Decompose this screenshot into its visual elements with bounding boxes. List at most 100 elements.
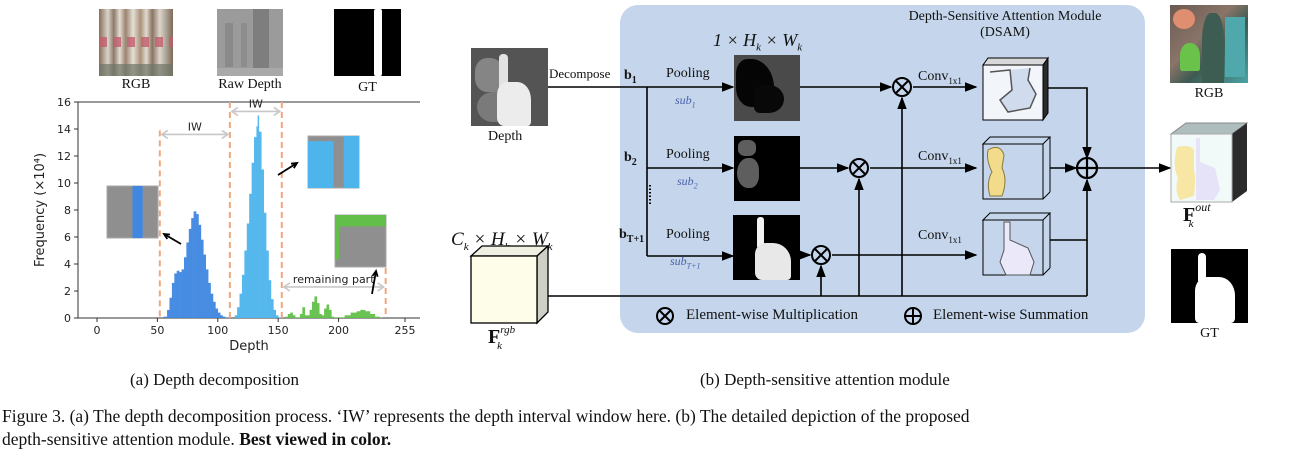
inset-remaining-mask-left: [335, 215, 340, 260]
caption-line2-bold: Best viewed in color.: [239, 429, 392, 449]
b2-text: b: [624, 150, 632, 165]
frgb-sup: rgb: [500, 324, 516, 336]
histogram-bar-interval-1: [181, 269, 185, 318]
histogram-bar-interval-1: [200, 239, 204, 318]
conv-label-3: Conv1x1: [918, 228, 962, 245]
histogram-bar-interval-1: [188, 228, 192, 318]
histogram-bar-interval-2: [256, 126, 258, 318]
histogram-bar-interval-1: [212, 301, 216, 318]
histogram-bar-interval-1: [198, 224, 202, 318]
dims-sub-a: k: [756, 41, 762, 54]
histogram-bar-interval-1: [220, 315, 223, 318]
histogram-bar-interval-2: [278, 317, 281, 318]
frgb-sub: k: [497, 340, 502, 352]
histogram-bar-interval-2: [237, 307, 240, 318]
annotation-arrowhead-left: [282, 282, 291, 292]
pooling-label-3: Pooling: [666, 227, 710, 242]
histogram-bar-interval-1: [167, 309, 170, 318]
histogram-bar-interval-2: [266, 250, 269, 318]
histogram-bar-interval-2: [239, 293, 243, 318]
histogram-bar-remaining: [326, 304, 330, 318]
fout-sup: out: [1195, 200, 1211, 214]
frgb-f: F: [488, 326, 501, 348]
dims-text-b: × W: [761, 30, 798, 50]
histogram-bar-remaining: [344, 315, 351, 318]
histogram-bar-remaining: [302, 307, 306, 318]
y-tick-label: 6: [64, 231, 71, 244]
conv-output-cube-1: [982, 56, 1049, 122]
annotation-label: IW: [249, 97, 263, 110]
module-title-line1: Depth-Sensitive Attention Module: [908, 9, 1102, 24]
histogram-bar-interval-2: [254, 137, 257, 318]
conv2-sub: 1x1: [948, 155, 962, 166]
figure-caption-line1: Figure 3. (a) The depth decomposition pr…: [2, 406, 970, 426]
histogram-bar-interval-1: [215, 308, 219, 318]
inset-arrow-3: [371, 270, 377, 295]
histogram-bar-remaining: [316, 303, 320, 318]
conv3-text: Conv: [918, 228, 949, 243]
thumb-gt-label: GT: [358, 80, 377, 95]
sub2-text: sub: [677, 174, 694, 188]
attention-map-dims-label: 1 × Hk × Wk: [713, 30, 802, 54]
inset-arrow-1: [163, 233, 182, 245]
histogram-bar-interval-1: [208, 282, 211, 318]
histogram-bar-remaining: [369, 313, 376, 318]
y-axis-label: Frequency (×10⁴): [33, 153, 48, 267]
histogram-bar-interval-1: [193, 211, 197, 318]
histogram-bar-interval-2: [258, 131, 262, 318]
histogram-bar-interval-2: [270, 299, 274, 318]
conv2-text: Conv: [918, 149, 949, 164]
histogram-bar-interval-2: [241, 274, 245, 318]
legend-sum-icon: [904, 307, 922, 325]
histogram-bar-interval-1: [174, 273, 178, 318]
histogram-bar-interval-2: [244, 250, 248, 318]
annotation-label: remaining part: [293, 273, 375, 286]
histogram-bar-remaining: [331, 316, 335, 318]
legend-sum-label: Element-wise Summation: [933, 307, 1089, 323]
histogram-bar-interval-1: [196, 214, 199, 318]
fdims-sub-c: k: [463, 240, 469, 253]
annotation-arrowhead-left: [230, 106, 239, 117]
panel-b-caption: (b) Depth-sensitive attention module: [700, 370, 950, 389]
sub1-text: sub: [675, 93, 692, 107]
attention-map-3: [733, 215, 800, 280]
histogram-bar-remaining: [321, 315, 325, 318]
depth-label: Depth: [488, 129, 523, 144]
histogram-bar-remaining: [350, 312, 357, 318]
histogram-bar-interval-1: [183, 257, 187, 318]
annotation-label: IW: [188, 120, 202, 133]
dims-text-a: 1 × H: [713, 30, 757, 50]
inset-remaining-mask-top: [335, 215, 386, 227]
figure-caption-line2: depth-sensitive attention module. Best v…: [2, 428, 391, 450]
annotation-arrowhead-right: [273, 106, 282, 117]
output-feature-cube: [1169, 122, 1249, 203]
cube3-to-sum: [1050, 178, 1092, 241]
legend-mult-label: Element-wise Multiplication: [686, 307, 859, 323]
sub2-idx: 2: [693, 181, 698, 191]
fdims-c: C: [451, 229, 464, 250]
bT1-sub: T+1: [626, 233, 645, 245]
histogram-bar-interval-2: [246, 223, 250, 318]
right-gt-image: [1171, 249, 1248, 323]
conv-output-cube-2: [981, 136, 1052, 200]
right-gt-label: GT: [1200, 326, 1219, 341]
histogram-bar-remaining: [295, 317, 301, 318]
b1-text: b: [624, 68, 632, 83]
cube1-to-sum: [1048, 87, 1092, 160]
y-tick-label: 0: [64, 312, 71, 325]
x-tick-label: 0: [94, 324, 101, 337]
decompose-label: Decompose: [549, 66, 611, 81]
module-title-line2: (DSAM): [980, 25, 1030, 40]
histogram-bar-remaining: [374, 316, 380, 318]
fout-sub: k: [1188, 218, 1194, 230]
x-tick-label: 255: [395, 324, 416, 337]
attention-map-2: [734, 136, 800, 201]
histogram-bar-interval-2: [275, 315, 279, 318]
thumb-rgb-image: [99, 9, 173, 76]
histogram-bar-interval-1: [176, 270, 180, 318]
y-tick-label: 10: [57, 177, 71, 190]
histogram-bar-remaining: [333, 317, 339, 318]
conv3-sub: 1x1: [948, 234, 962, 245]
right-rgb-image: [1170, 5, 1248, 83]
